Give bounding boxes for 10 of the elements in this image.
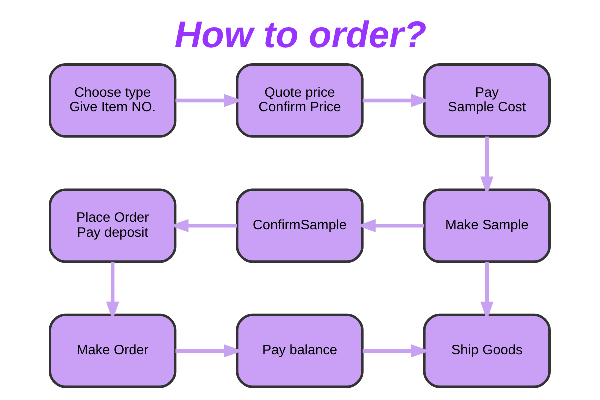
node-box: Quote price Confirm Price: [236, 63, 364, 138]
node-box: Pay Sample Cost: [423, 63, 551, 138]
diagram-title: How to order?: [174, 12, 427, 55]
node-box: Place Order Pay deposit: [49, 188, 177, 263]
node-box: Ship Goods: [423, 313, 551, 388]
node-box: Make Order: [49, 313, 177, 388]
node-box: Make Sample: [423, 188, 551, 263]
node-box: Choose type Give Item NO.: [49, 63, 177, 138]
node-box: Pay balance: [236, 313, 364, 388]
node-box: ConfirmSample: [236, 188, 364, 263]
